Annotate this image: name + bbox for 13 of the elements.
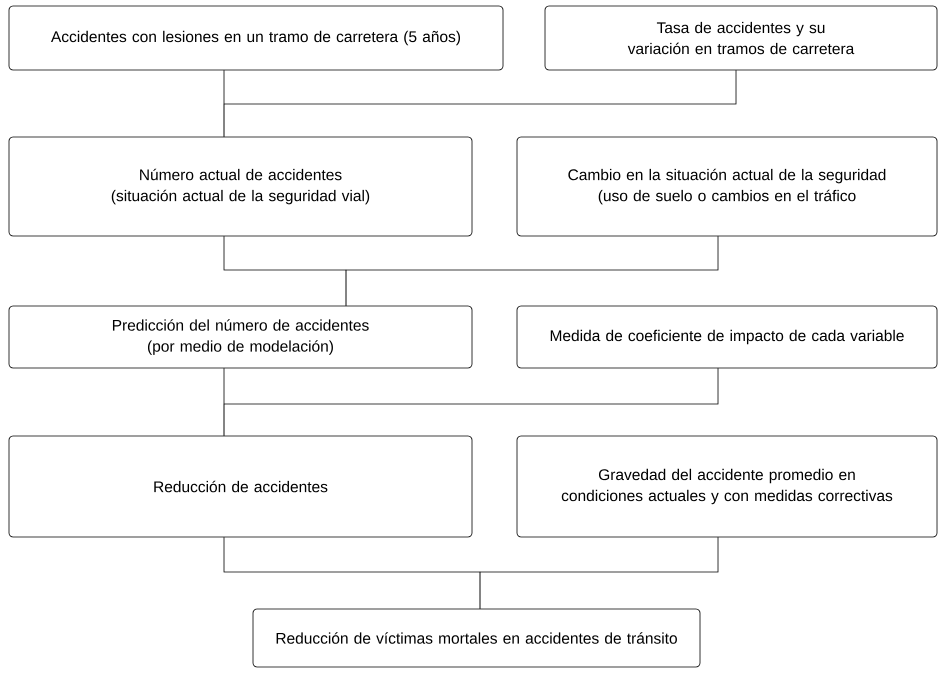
process-box: Accidentes con lesiones en un tramo de carretera (5 años)	[8, 6, 504, 70]
connector-line	[480, 537, 718, 609]
connector-line	[224, 368, 718, 436]
process-box: Medida de coeficiente de impacto de cada variable	[516, 306, 938, 368]
process-box: Reducción de accidentes	[8, 436, 472, 538]
process-box: Cambio en la situación actual de la seguridad (uso de suelo o cambios en el tráfico	[516, 136, 938, 236]
process-box: Predicción del número de accidentes (por medio de modelación)	[8, 306, 472, 368]
process-box: Reducción de víctimas mortales en accidentes de tránsito	[252, 608, 700, 668]
process-box: Número actual de accidentes (situación actual de la seguridad vial)	[8, 136, 472, 236]
connector-line	[224, 70, 736, 137]
connector-line	[346, 236, 718, 306]
process-box: Gravedad del accidente promedio en condiciones actuales y con medidas correctivas	[516, 436, 938, 538]
process-box: Tasa de accidentes y su variación en tramos de carretera	[544, 6, 938, 70]
